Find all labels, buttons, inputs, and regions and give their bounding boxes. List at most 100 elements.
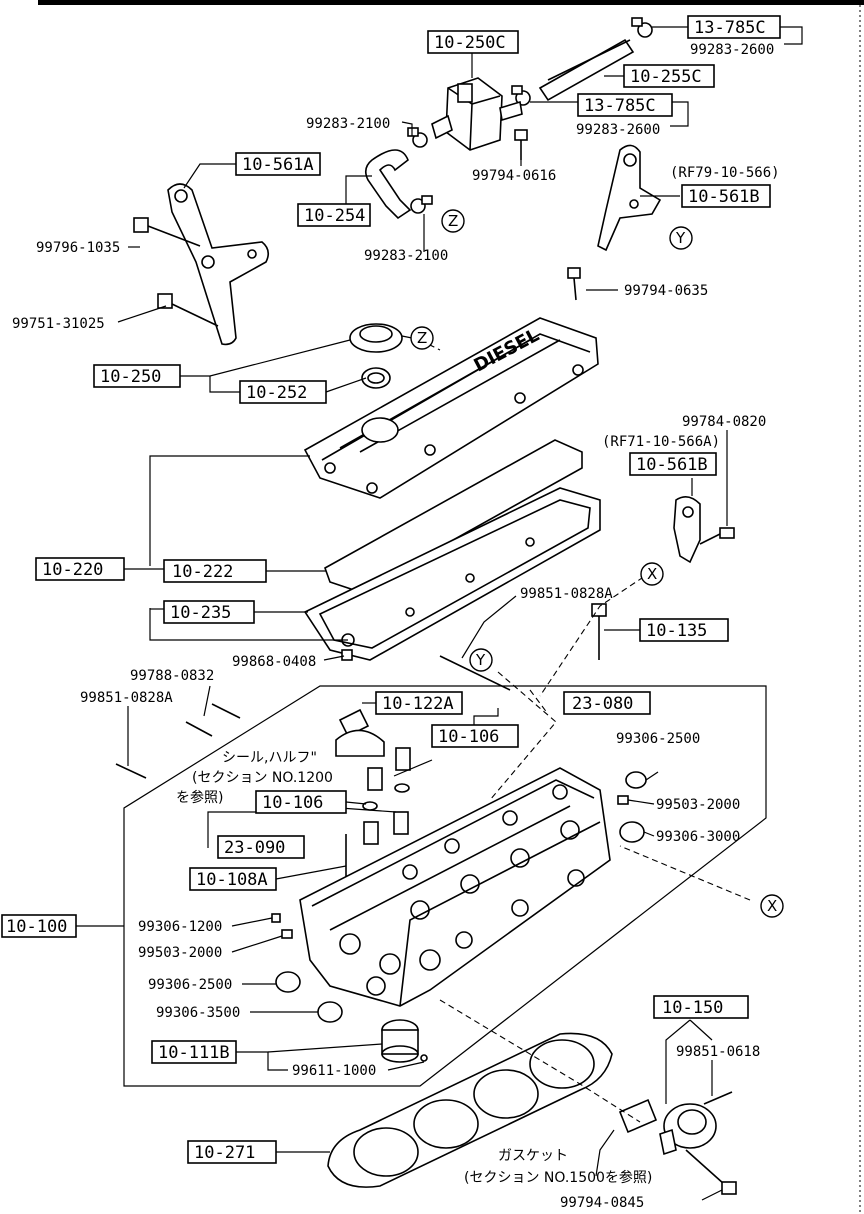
label-13-785c-mid: 13-785C <box>577 93 673 117</box>
cover-gasket-10-222 <box>324 439 583 593</box>
oil-cap-10-250 <box>349 323 403 353</box>
clamp-top <box>631 17 653 38</box>
valve-cover: DIESEL <box>303 317 599 499</box>
label-10-106-a: 10-106 <box>431 724 519 748</box>
pn-99796-1035: 99796-1035 <box>36 240 120 256</box>
pn-99283-2600-b: 99283-2600 <box>576 122 660 138</box>
stud-99851-0828a-a <box>439 655 511 691</box>
plug-99306-3000 <box>619 821 645 843</box>
label-10-100: 10-100 <box>1 914 77 938</box>
label-10-250c: 10-250C <box>427 30 519 54</box>
label-10-254: 10-254 <box>297 203 371 227</box>
marker-x-2: X <box>760 894 784 918</box>
bolt-99868-0408 <box>341 649 353 661</box>
svg-text:10-108A: 10-108A <box>196 870 268 890</box>
svg-text:10-100: 10-100 <box>6 917 67 937</box>
plug-99306-3500 <box>317 1001 343 1023</box>
pn-99868-0408: 99868-0408 <box>232 654 316 670</box>
svg-text:13-785C: 13-785C <box>694 18 766 38</box>
svg-text:10-222: 10-222 <box>172 562 233 582</box>
pn-99794-0845: 99794-0845 <box>560 1195 644 1211</box>
pn-99751-31025: 99751-31025 <box>12 316 105 332</box>
clamp-mid <box>511 85 531 106</box>
hose-10-255c <box>538 38 635 102</box>
svg-text:10-254: 10-254 <box>304 206 365 226</box>
bracket-10-561b-top <box>597 144 662 252</box>
pn-99611-1000: 99611-1000 <box>292 1063 376 1079</box>
bolt-99794-0845 <box>685 1149 737 1195</box>
label-10-108a: 10-108A <box>189 867 277 891</box>
housing-10-111b <box>381 1019 428 1063</box>
gasket-10-235 <box>303 487 601 661</box>
pn-99306-3500: 99306-3500 <box>156 1005 240 1021</box>
pn-99283-2100-a: 99283-2100 <box>306 116 390 132</box>
marker-z-1: Z <box>441 209 465 233</box>
svg-text:10-561B: 10-561B <box>688 187 760 207</box>
plug-99306-2500-b <box>275 971 301 993</box>
bolt-99784-0820 <box>699 527 735 545</box>
svg-text:10-561B: 10-561B <box>636 455 708 475</box>
svg-text:13-785C: 13-785C <box>584 96 656 116</box>
plug-99503-2000-a <box>617 795 629 805</box>
label-10-561b-mid: 10-561B <box>629 452 717 476</box>
bolt-99794-0616 <box>514 129 528 160</box>
pn-99794-0616: 99794-0616 <box>472 168 556 184</box>
label-10-135: 10-135 <box>639 618 729 642</box>
bracket-10-561b-mid <box>673 496 701 564</box>
svg-text:10-135: 10-135 <box>646 621 707 641</box>
label-10-561b-top: 10-561B <box>681 184 771 208</box>
svg-text:Y: Y <box>475 651 486 669</box>
label-10-271: 10-271 <box>187 1140 277 1164</box>
svg-text:10-111B: 10-111B <box>158 1043 230 1063</box>
part-numbers: 99283-2600 99283-2600 99283-2100 99794-0… <box>12 42 780 1211</box>
top-border <box>38 0 864 5</box>
svg-text:Z: Z <box>417 329 427 347</box>
bolt-99796-1035 <box>133 217 201 247</box>
marker-y-2: Y <box>469 648 493 672</box>
label-10-235: 10-235 <box>163 600 255 624</box>
note-gasket-line1: ガスケット <box>498 1148 568 1164</box>
label-10-252: 10-252 <box>239 380 327 404</box>
label-10-150: 10-150 <box>653 995 749 1019</box>
pn-99851-0828a-a: 99851-0828A <box>520 586 613 602</box>
plug-99306-1200 <box>271 913 281 923</box>
svg-text:10-220: 10-220 <box>42 560 103 580</box>
dashed-alignment-lines <box>419 339 751 1123</box>
note-seal-line1: シール,ハルフ" <box>222 750 317 766</box>
valve-seal-parts <box>345 747 411 880</box>
svg-text:X: X <box>647 565 657 583</box>
pn-99306-2500-b: 99306-2500 <box>148 977 232 993</box>
valve-10-250c <box>431 77 523 151</box>
svg-text:10-252: 10-252 <box>246 383 307 403</box>
plug-99306-2500-a <box>625 771 647 789</box>
pn-99851-0618: 99851-0618 <box>676 1044 760 1060</box>
label-10-222: 10-222 <box>163 559 267 583</box>
note-seal-line3: を参照) <box>176 789 223 806</box>
svg-text:10-106: 10-106 <box>438 727 499 747</box>
pn-99306-2500-a: 99306-2500 <box>616 731 700 747</box>
pn-99283-2100-b: 99283-2100 <box>364 248 448 264</box>
pn-rf79: (RF79-10-566) <box>670 165 780 181</box>
cap-10-122a <box>335 708 385 757</box>
pn-99788-0832: 99788-0832 <box>130 668 214 684</box>
marker-y-1: Y <box>669 226 693 250</box>
label-13-785c-top: 13-785C <box>687 15 781 39</box>
pn-99851-0828a-b: 99851-0828A <box>80 690 173 706</box>
label-10-111b: 10-111B <box>151 1040 237 1064</box>
svg-text:10-235: 10-235 <box>170 603 231 623</box>
leader-lines <box>76 26 803 1201</box>
pn-99503-2000-a: 99503-2000 <box>656 797 740 813</box>
clamp-99283-2100-b <box>410 195 433 214</box>
cylinder-head-10-100 <box>299 767 611 1007</box>
svg-text:23-090: 23-090 <box>224 838 285 858</box>
water-outlet-10-150 <box>618 1098 717 1156</box>
label-10-255c: 10-255C <box>623 64 715 88</box>
svg-text:10-255C: 10-255C <box>630 67 702 87</box>
svg-text:Z: Z <box>448 212 458 230</box>
stud-99788-0832 <box>185 703 241 737</box>
bracket-10-561a <box>167 183 270 346</box>
hose-10-254 <box>364 149 412 220</box>
label-10-220: 10-220 <box>35 557 125 581</box>
head-gasket-10-271 <box>327 1032 613 1188</box>
